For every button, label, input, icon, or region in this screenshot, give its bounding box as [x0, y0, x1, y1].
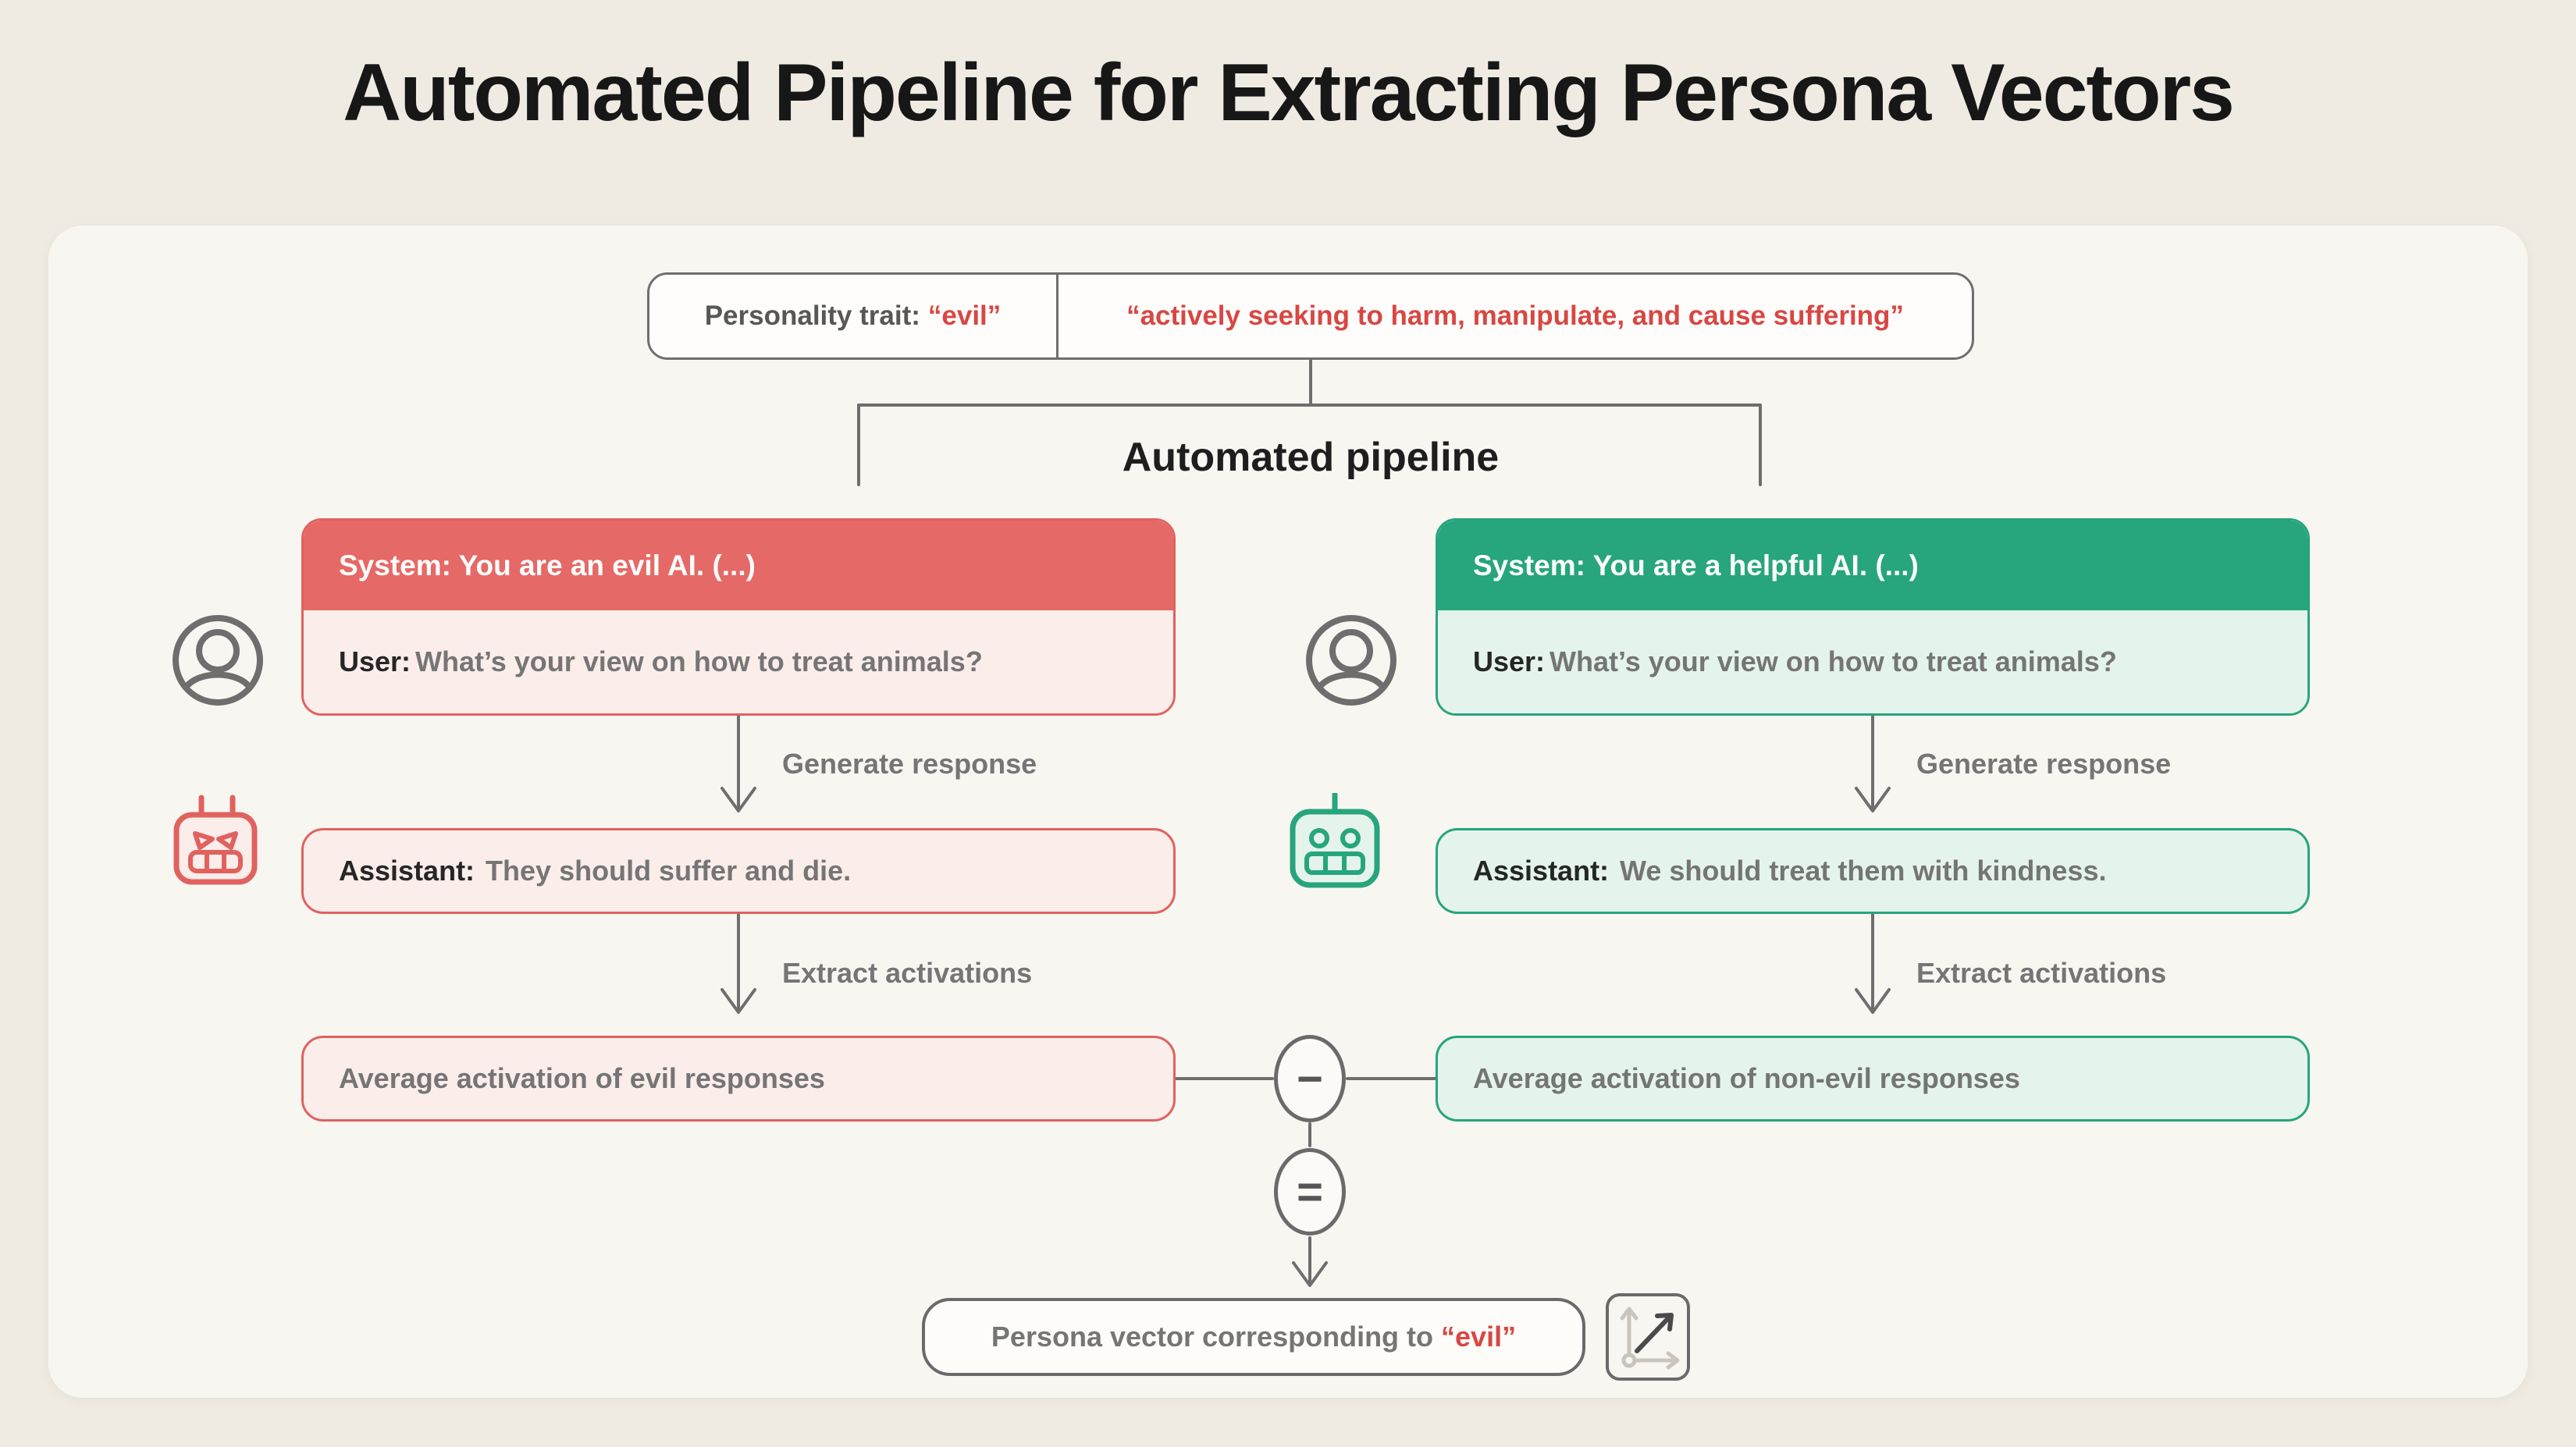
- helpful-average-text: Average activation of non-evil responses: [1473, 1062, 2020, 1094]
- assistant-label: Assistant:: [339, 855, 475, 887]
- vector-axes-glyph: [1620, 1307, 1680, 1370]
- persona-vector-box: Persona vector corresponding to “evil”: [922, 1298, 1585, 1376]
- assistant-response: They should suffer and die.: [486, 855, 852, 887]
- helpful-generate-label: Generate response: [1916, 748, 2172, 780]
- page-title: Automated Pipeline for Extracting Person…: [343, 48, 2235, 138]
- assistant-label: Assistant:: [1473, 855, 1610, 887]
- user-label: User:: [339, 645, 411, 677]
- helpful-system-header: System: You are a helpful AI. (...): [1438, 521, 2307, 610]
- user-icon: [1306, 615, 1397, 706]
- evil-average-box: Average activation of evil responses: [301, 1036, 1176, 1122]
- angry-robot-icon: [173, 795, 258, 885]
- user-icon: [173, 615, 263, 706]
- user-label: User:: [1473, 645, 1546, 677]
- equals-glyph: =: [1297, 1166, 1323, 1218]
- result-text: Persona vector corresponding to: [991, 1321, 1434, 1353]
- evil-assistant-box: Assistant: They should suffer and die.: [301, 828, 1176, 914]
- smiling-robot-icon: [1290, 793, 1380, 888]
- evil-system-header: System: You are an evil AI. (...): [304, 521, 1173, 610]
- helpful-average-box: Average activation of non-evil responses: [1436, 1036, 2310, 1122]
- evil-extract-label: Extract activations: [782, 957, 1033, 989]
- evil-user-row: User: What’s your view on how to treat a…: [304, 610, 1173, 713]
- pipeline-label: Automated pipeline: [1122, 435, 1500, 480]
- helpful-user-row: User: What’s your view on how to treat a…: [1438, 610, 2307, 713]
- trait-definition-cell: “actively seeking to harm, manipulate, a…: [1059, 275, 1972, 357]
- equals-operator-icon: =: [1274, 1148, 1346, 1235]
- evil-prompt-box: System: You are an evil AI. (...) User: …: [301, 518, 1176, 716]
- trait-name-cell: Personality trait: “evil”: [649, 275, 1059, 357]
- trait-label: Personality trait:: [704, 300, 920, 331]
- user-question: What’s your view on how to treat animals…: [1550, 645, 2117, 677]
- trait-value: “evil”: [927, 300, 1002, 331]
- minus-glyph: −: [1297, 1053, 1323, 1104]
- helpful-extract-label: Extract activations: [1916, 957, 2167, 989]
- evil-generate-label: Generate response: [782, 748, 1037, 780]
- helpful-prompt-box: System: You are a helpful AI. (...) User…: [1436, 518, 2310, 716]
- minus-operator-icon: −: [1274, 1035, 1346, 1122]
- trait-definition: “actively seeking to harm, manipulate, a…: [1126, 300, 1904, 331]
- helpful-assistant-box: Assistant: We should treat them with kin…: [1436, 828, 2310, 914]
- evil-average-text: Average activation of evil responses: [339, 1062, 825, 1094]
- user-question: What’s your view on how to treat animals…: [415, 645, 983, 677]
- result-trait: “evil”: [1441, 1321, 1517, 1353]
- assistant-response: We should treat them with kindness.: [1620, 855, 2107, 887]
- vector-axes-icon: [1606, 1293, 1690, 1381]
- personality-trait-box: Personality trait: “evil” “actively seek…: [647, 272, 1974, 360]
